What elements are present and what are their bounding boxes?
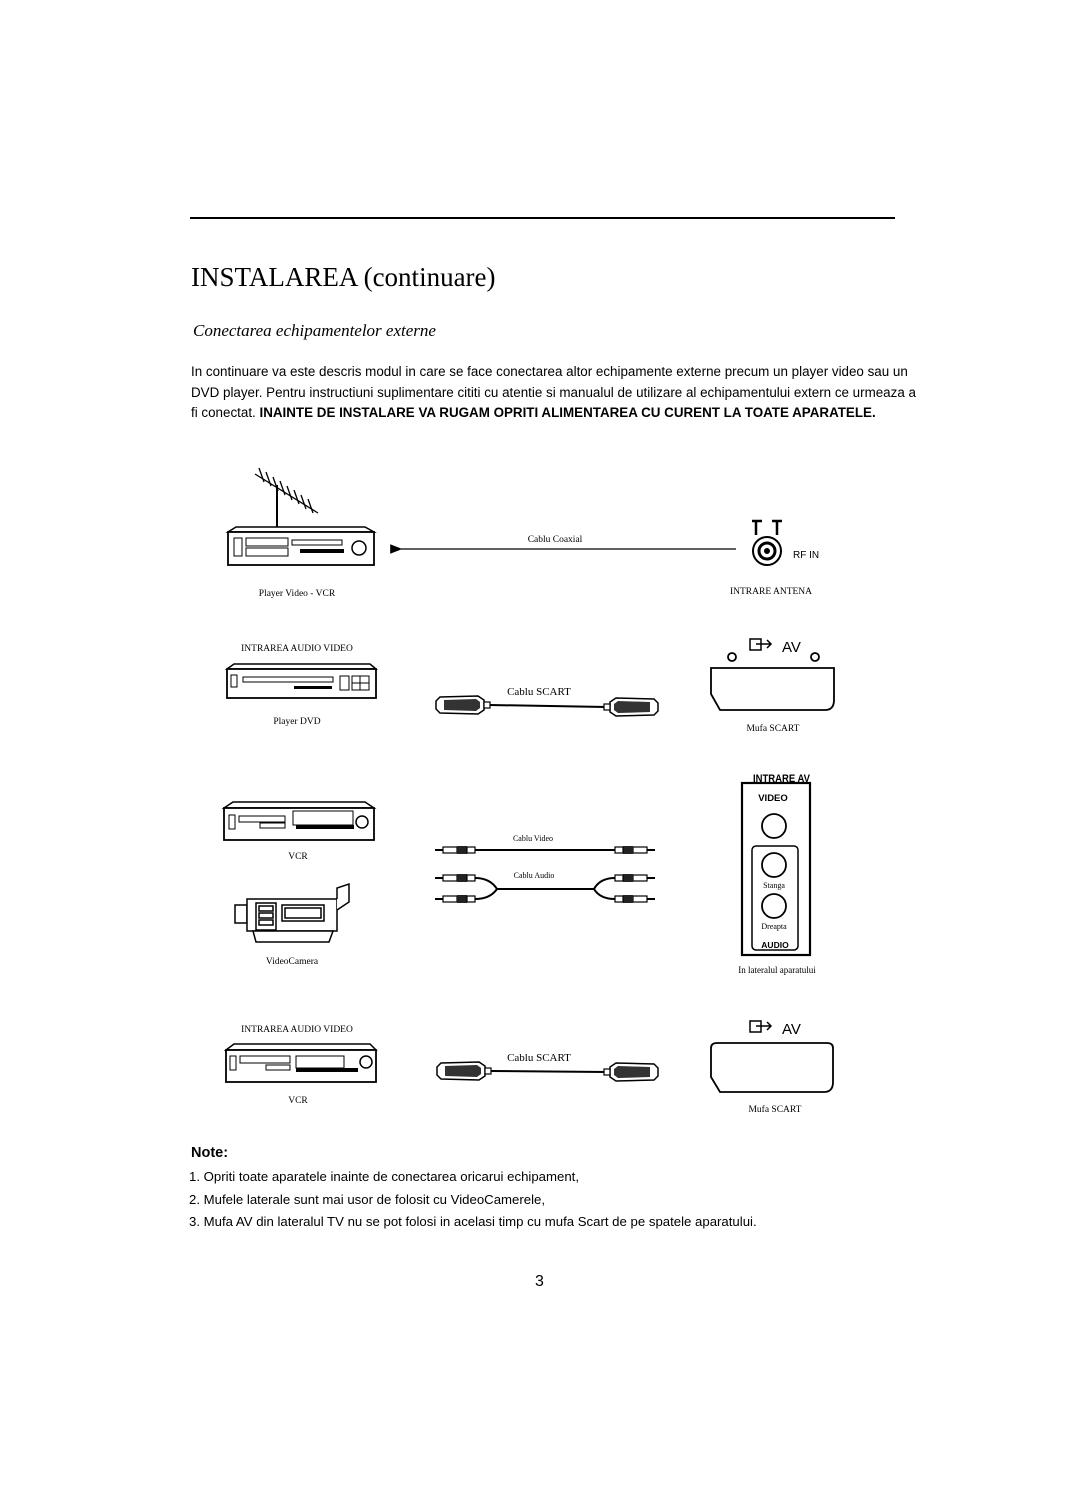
scart-socket-label-2: Mufa SCART (748, 1104, 801, 1115)
note-item: 2. Mufele laterale sunt mai usor de folo… (189, 1191, 546, 1207)
vcr-label: VCR (288, 852, 308, 862)
av-text-1: AV (782, 639, 801, 656)
note-heading: Note: (191, 1145, 229, 1161)
vcr-icon (221, 801, 377, 841)
video-cable (434, 845, 656, 855)
top-rule (190, 217, 895, 219)
scart-cable-1 (435, 695, 659, 717)
rf-input-icon (752, 519, 782, 566)
audio-cable-label: Cablu Audio (514, 871, 555, 880)
intro-text: In continuare va este descris modul in c… (191, 364, 916, 420)
vcr-player-label: Player Video - VCR (259, 589, 336, 599)
scart-socket-label-1: Mufa SCART (746, 723, 799, 734)
coax-cable-label: Cablu Coaxial (528, 535, 583, 545)
av-input-label-2: INTRAREA AUDIO VIDEO (241, 1025, 353, 1035)
intro-paragraph: In continuare va este descris modul in c… (191, 362, 916, 424)
av-symbol-icon (749, 638, 773, 651)
section-subtitle: Conectarea echipamentelor externe (193, 321, 436, 340)
rf-in-text: RF IN (793, 550, 819, 561)
vcr-icon-2 (223, 1043, 378, 1083)
page-title: INSTALAREA (continuare) (191, 262, 496, 292)
av-text-2: AV (782, 1021, 801, 1038)
scart-cable-2 (436, 1061, 659, 1082)
antenna-icon (254, 467, 319, 532)
note-item: 3. Mufa AV din lateralul TV nu se pot fo… (189, 1214, 757, 1229)
videocamera-label: VideoCamera (266, 957, 319, 967)
scart-socket-icon (710, 652, 835, 711)
video-cable-label: Cablu Video (513, 834, 553, 843)
page-number: 3 (535, 1273, 544, 1290)
note-item: 1. Opriti toate aparatele inainte de con… (189, 1169, 579, 1184)
audio-cable (434, 873, 656, 904)
scart-socket-icon-2 (710, 1042, 834, 1093)
scart-cable-label-1: Cablu SCART (507, 686, 571, 698)
scart-cable-label-2: Cablu SCART (507, 1052, 571, 1064)
av-panel-caption: In lateralul aparatului (738, 965, 816, 975)
note-list: 1. Opriti toate aparatele inainte de con… (189, 1169, 757, 1237)
antenna-input-label: INTRARE ANTENA (730, 587, 812, 597)
videocamera-icon (234, 882, 350, 943)
vcr-player-icon (225, 526, 377, 566)
av-symbol-icon-2 (749, 1020, 773, 1033)
vcr-label-2: VCR (288, 1096, 308, 1106)
intro-warning: INAINTE DE INSTALARE VA RUGAM OPRITI ALI… (259, 405, 876, 420)
av-panel-video: VIDEO (758, 793, 788, 804)
dvd-player-icon (224, 663, 379, 699)
av-panel-audio: AUDIO (761, 940, 789, 950)
av-side-panel (740, 781, 812, 957)
av-panel-left: Stanga (763, 881, 785, 890)
av-input-label-1: INTRAREA AUDIO VIDEO (241, 644, 353, 654)
av-panel-right: Dreapta (761, 922, 787, 931)
dvd-player-label: Player DVD (273, 717, 320, 727)
